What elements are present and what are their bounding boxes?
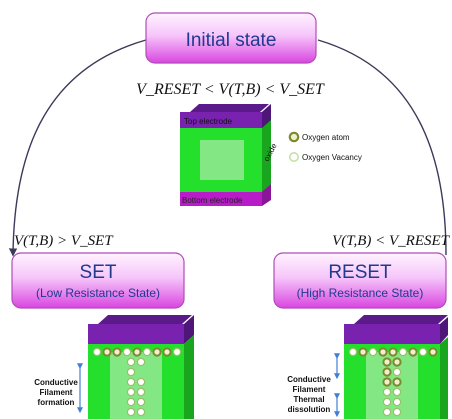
initial-state-box: Initial state bbox=[145, 12, 317, 64]
set-annotation-line-2: Filament bbox=[40, 388, 73, 397]
initial-state-title: Initial state bbox=[186, 30, 277, 51]
legend: Oxygen atom Oxygen Vacancy bbox=[288, 131, 362, 163]
set-annotation: Conductive Filament formation bbox=[34, 378, 78, 407]
device-set bbox=[77, 315, 194, 419]
reset-annotation-line-1: Conductive bbox=[287, 375, 331, 384]
oxygen-atom-icon bbox=[288, 131, 300, 143]
legend-oxygen-vacancy: Oxygen Vacancy bbox=[302, 153, 362, 162]
arc-to-set bbox=[8, 39, 147, 257]
reset-annotation-line-3: Thermal bbox=[293, 395, 324, 404]
reset-subtitle: (High Resistance State) bbox=[297, 286, 424, 300]
device-initial: Top electrode oxide Bottom electrode bbox=[180, 104, 279, 206]
reset-annotation-line-2: Filament bbox=[293, 385, 326, 394]
reset-vacancies bbox=[348, 347, 438, 417]
set-vacancies bbox=[92, 347, 182, 417]
top-electrode-layer bbox=[180, 112, 262, 128]
bottom-electrode-label: Bottom electrode bbox=[182, 196, 243, 205]
condition-left: V(T,B) > V_SET bbox=[14, 233, 114, 249]
device-reset bbox=[334, 315, 448, 419]
reset-annotation-line-4: dissolution bbox=[288, 405, 331, 414]
set-box: SET (Low Resistance State) bbox=[11, 252, 185, 309]
reset-title: RESET bbox=[328, 262, 392, 283]
oxygen-vacancy-icon bbox=[288, 152, 299, 163]
condition-top: V_RESET < V(T,B) < V_SET bbox=[136, 81, 325, 98]
reset-box: RESET (High Resistance State) bbox=[273, 252, 447, 309]
set-subtitle: (Low Resistance State) bbox=[36, 286, 160, 300]
bottom-electrode-layer bbox=[180, 192, 262, 206]
reset-annotation: Conductive Filament Thermal dissolution bbox=[287, 375, 331, 414]
condition-right: V(T,B) < V_RESET bbox=[332, 233, 451, 249]
set-title: SET bbox=[80, 262, 117, 283]
arc-to-reset bbox=[317, 39, 447, 256]
legend-oxygen-atom: Oxygen atom bbox=[302, 133, 350, 142]
set-annotation-line-1: Conductive bbox=[34, 378, 78, 387]
set-annotation-line-3: formation bbox=[38, 398, 75, 407]
top-electrode-label: Top electrode bbox=[184, 117, 233, 126]
